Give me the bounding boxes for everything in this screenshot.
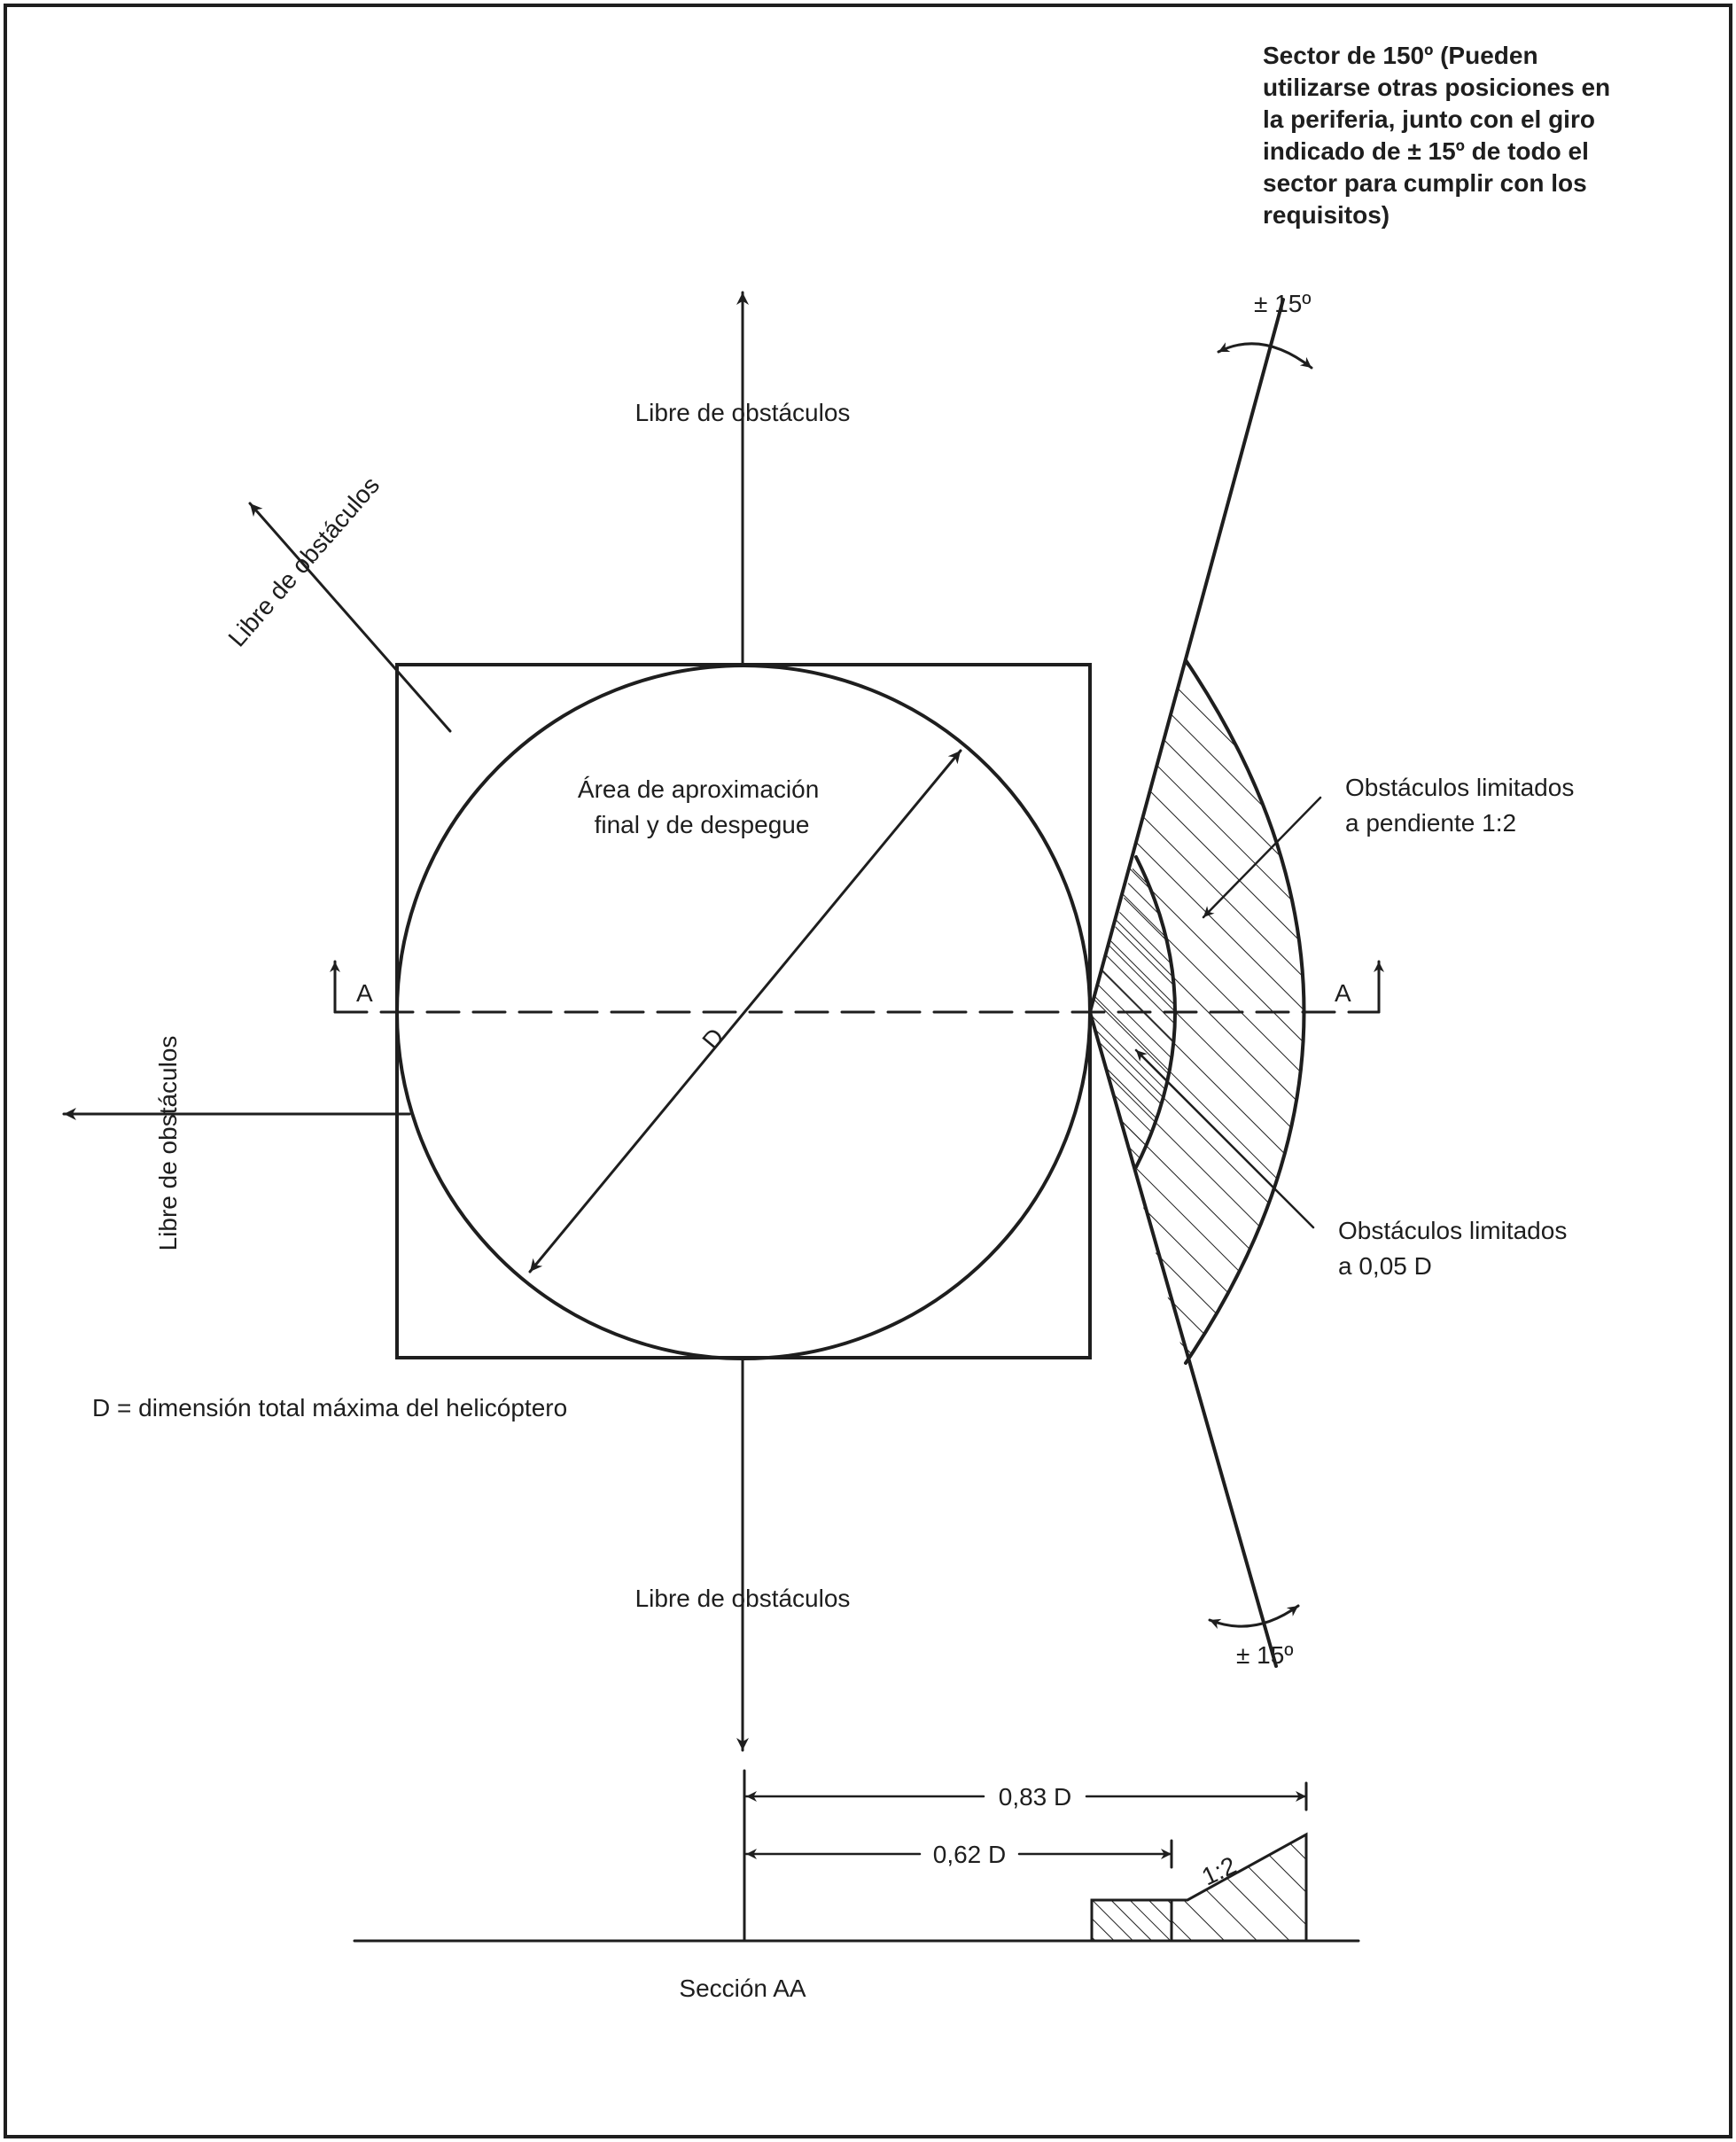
area-label-line: Área de aproximación <box>578 775 819 803</box>
area-label: Área de aproximación final y de despegue <box>578 775 826 838</box>
section-a-right: A <box>1335 979 1351 1007</box>
rotation-arrow-bottom <box>1208 1604 1300 1630</box>
free-arrow-diagonal <box>248 502 452 733</box>
profile-low-block <box>1090 1898 1173 1943</box>
sector-note-line: requisitos) <box>1263 201 1390 229</box>
sector-note-line: indicado de ± 15º de todo el <box>1263 137 1589 165</box>
sector-note: Sector de 150º (Pueden utilizarse otras … <box>1263 42 1617 229</box>
free-label-bottom: Libre de obstáculos <box>635 1585 851 1612</box>
sector-line-bottom <box>1088 1010 1278 1668</box>
page-frame <box>4 4 1732 2138</box>
callout-slope: Obstáculos limitados a pendiente 1:2 <box>1345 774 1581 837</box>
callout-slope-line: Obstáculos limitados <box>1345 774 1574 801</box>
area-label-line: final y de despegue <box>595 811 810 838</box>
callout-005d: Obstáculos limitados a 0,05 D <box>1338 1217 1574 1280</box>
sector-note-line: sector para cumplir con los <box>1263 169 1587 197</box>
free-label-top: Libre de obstáculos <box>635 399 851 426</box>
dim-083-label: 0,83 D <box>999 1783 1072 1811</box>
callout-005d-line: a 0,05 D <box>1338 1252 1432 1280</box>
sector-note-line: la periferia, junto con el giro <box>1263 105 1595 133</box>
sector-line-top <box>1088 298 1285 1014</box>
d-definition: D = dimensión total máxima del helicópte… <box>92 1394 567 1422</box>
profile-slope-block <box>1170 1832 1308 1943</box>
diameter-arrow <box>528 749 962 1274</box>
callout-005d-line: Obstáculos limitados <box>1338 1217 1567 1244</box>
callout-arrow-slope <box>1202 796 1322 919</box>
pm15-top: ± 15º <box>1254 290 1312 317</box>
section-a-left: A <box>356 979 373 1007</box>
rotation-arrow-top <box>1217 342 1313 370</box>
sector-note-line: Sector de 150º (Pueden <box>1263 42 1538 69</box>
section-title: Sección AA <box>679 1975 806 2002</box>
free-label-diagonal: Libre de obstáculos <box>222 471 385 652</box>
callout-arrow-005d <box>1134 1048 1315 1229</box>
diameter-label: D <box>697 1023 729 1054</box>
sector-note-line: utilizarse otras posiciones en <box>1263 74 1610 101</box>
pm15-bottom: ± 15º <box>1236 1641 1294 1669</box>
callout-slope-line: a pendiente 1:2 <box>1345 809 1516 837</box>
free-label-left: Libre de obstáculos <box>154 1036 182 1251</box>
dim-062-label: 0,62 D <box>933 1841 1007 1868</box>
